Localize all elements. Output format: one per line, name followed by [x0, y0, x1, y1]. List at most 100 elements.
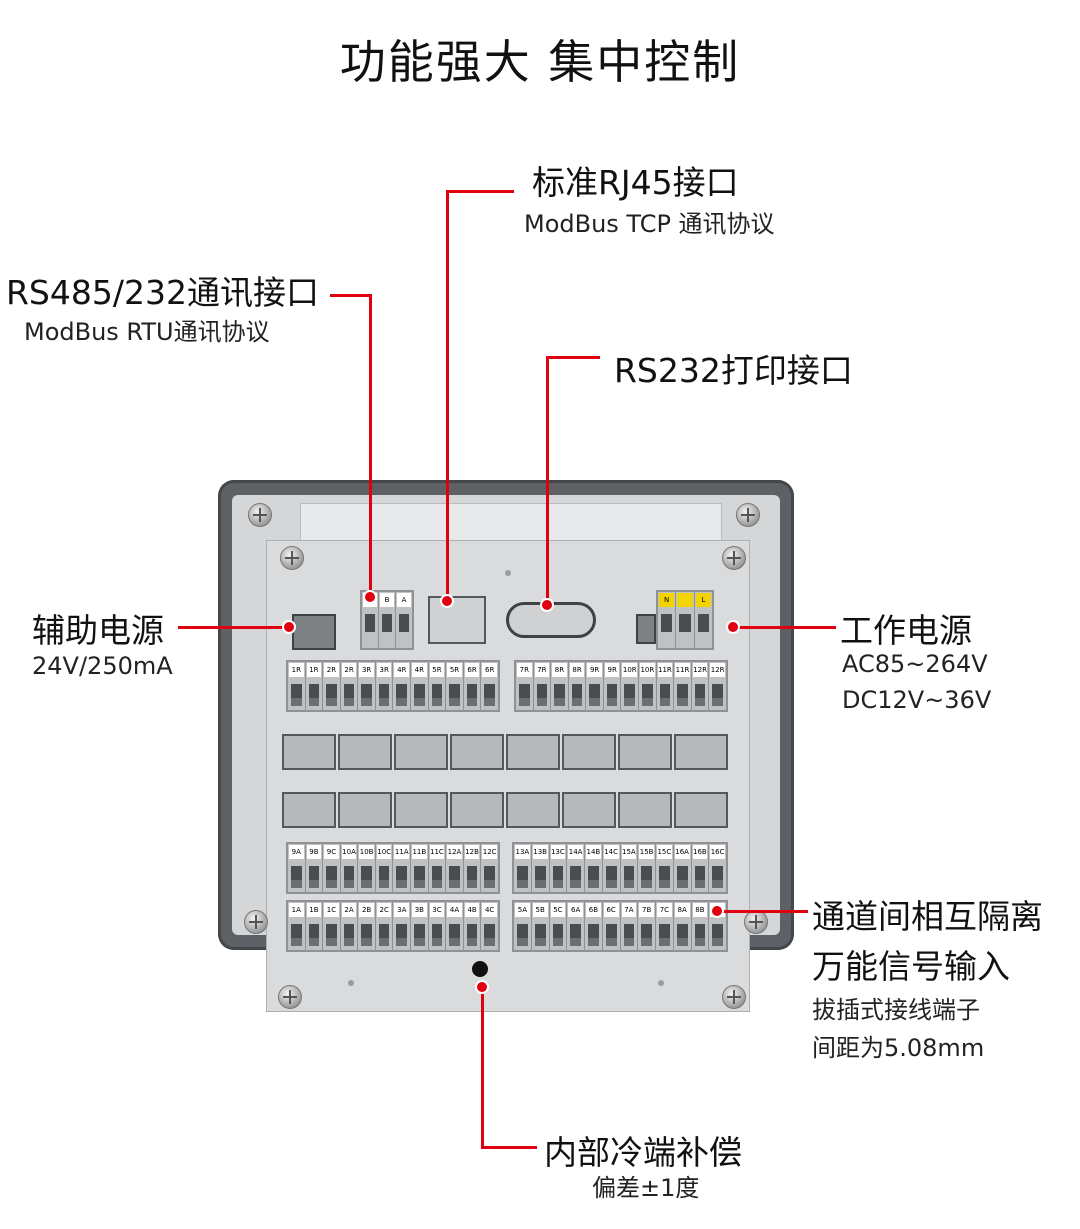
- terminal-label: 7C: [657, 903, 672, 917]
- terminal-screw: 8B: [691, 902, 709, 950]
- callout-line: [716, 910, 808, 913]
- terminal-screw: 4C: [481, 902, 498, 950]
- terminal-label: 6C: [603, 903, 619, 917]
- terminal-label: 13A: [515, 845, 530, 859]
- terminal-screw: 2R: [323, 662, 340, 710]
- terminal-screw: 12R: [691, 662, 709, 710]
- terminal-screw: 1R: [305, 662, 323, 710]
- terminal-screw: 3B: [411, 902, 428, 950]
- terminal-label: 1R: [306, 663, 322, 677]
- terminal-label: 4A: [447, 903, 462, 917]
- terminal-screw: 1C: [323, 902, 340, 950]
- terminal-screw: 11R: [656, 662, 674, 710]
- terminal-screw: 7B: [638, 902, 655, 950]
- callout-line: [446, 190, 514, 193]
- terminal-row-input-5-8: 5A5B5C6A6B6C7A7B7C8A8B8C: [512, 900, 728, 952]
- terminal-screw: 6A: [567, 902, 584, 950]
- terminal-screw: 9R: [603, 662, 621, 710]
- terminal-screw: 6R: [463, 662, 481, 710]
- terminal-screw: 14B: [585, 844, 602, 892]
- terminal-screw: 2B: [358, 902, 375, 950]
- screw-icon: [722, 546, 746, 570]
- terminal-label: 1B: [306, 903, 322, 917]
- page-title: 功能强大 集中控制: [339, 35, 741, 89]
- terminal-screw: 10R: [621, 662, 639, 710]
- terminal-screw: 15B: [638, 844, 655, 892]
- callout-dot: [540, 598, 554, 612]
- terminal-screw: 5B: [531, 902, 549, 950]
- terminal-label: 13C: [550, 845, 566, 859]
- terminal-screw: 12A: [446, 844, 463, 892]
- terminal-label: 7R: [517, 663, 532, 677]
- terminal-screw: 15C: [656, 844, 673, 892]
- callout-line: [481, 1146, 537, 1149]
- terminal-label: 12R: [692, 663, 708, 677]
- terminal-label: 13B: [532, 845, 548, 859]
- terminal-screw: 16B: [691, 844, 709, 892]
- work-power-heading: 工作电源: [840, 611, 972, 650]
- terminal-label: 7R: [534, 663, 550, 677]
- terminal-label: 16C: [710, 845, 725, 859]
- terminal-label: 5C: [550, 903, 566, 917]
- isolated-input-sub2: 间距为5.08mm: [812, 1034, 985, 1062]
- terminal-screw: 3R: [358, 662, 375, 710]
- terminal-screw: 1B: [305, 902, 323, 950]
- power-terminal: N L: [656, 590, 714, 650]
- terminal-label: 14A: [568, 845, 583, 859]
- terminal-label: 6R: [482, 663, 497, 677]
- terminal-screw: 4B: [463, 902, 481, 950]
- terminal-screw: 5R: [446, 662, 463, 710]
- terminal-label: 8R: [552, 663, 567, 677]
- terminal-label: 10C: [376, 845, 392, 859]
- cold-junction-sub: 偏差±1度: [592, 1174, 700, 1202]
- terminal-label: 5R: [429, 663, 445, 677]
- terminal-screw: 10R: [639, 662, 656, 710]
- terminal-label: 2B: [359, 903, 374, 917]
- terminal-screw: 8R: [568, 662, 586, 710]
- isolated-input-sub1: 拔插式接线端子: [812, 996, 980, 1024]
- terminal-label: 5R: [447, 663, 462, 677]
- terminal-label: 9C: [324, 845, 339, 859]
- rs485-terminal: B A: [360, 590, 414, 650]
- terminal-screw: 12B: [463, 844, 481, 892]
- terminal-label: 3A: [394, 903, 410, 917]
- terminal-screw: 12C: [481, 844, 498, 892]
- terminal-label: 9B: [306, 845, 322, 859]
- terminal-screw: 13B: [531, 844, 549, 892]
- power-ground-block: [636, 614, 656, 644]
- terminal-screw: 3R: [375, 662, 393, 710]
- isolated-input-heading1: 通道间相互隔离: [812, 897, 1043, 936]
- terminal-label: 5A: [515, 903, 530, 917]
- terminal-label: 3R: [359, 663, 374, 677]
- isolated-input-heading2: 万能信号输入: [812, 947, 1010, 986]
- callout-line: [546, 356, 549, 602]
- device-label-strip: [300, 503, 722, 545]
- terminal-label: 7B: [639, 903, 654, 917]
- terminal-label: 6B: [586, 903, 601, 917]
- terminal-label: 12R: [710, 663, 725, 677]
- terminal-screw: 11B: [411, 844, 428, 892]
- terminal-label: 11R: [657, 663, 673, 677]
- terminal-screw: 9C: [323, 844, 340, 892]
- aux-power-sub: 24V/250mA: [32, 652, 173, 680]
- terminal-screw: 12R: [709, 662, 726, 710]
- terminal-label: 8A: [674, 903, 690, 917]
- callout-line: [330, 294, 372, 297]
- terminal-screw: 7A: [620, 902, 638, 950]
- terminal-screw: 16C: [709, 844, 726, 892]
- terminal-label: 12C: [482, 845, 497, 859]
- terminal-label: 7A: [621, 903, 637, 917]
- screw-icon: [744, 910, 768, 934]
- terminal-screw: 2R: [340, 662, 358, 710]
- terminal-screw: 5C: [549, 902, 567, 950]
- terminal-label: 3R: [376, 663, 392, 677]
- terminal-screw: 13A: [514, 844, 531, 892]
- callout-dot: [475, 980, 489, 994]
- mount-dot: [348, 980, 354, 986]
- terminal-screw: 16A: [673, 844, 691, 892]
- aux-power-port: [292, 614, 336, 650]
- terminal-label: 1A: [289, 903, 304, 917]
- rs485-heading: RS485/232通讯接口: [6, 273, 319, 312]
- terminal-label: 2R: [324, 663, 339, 677]
